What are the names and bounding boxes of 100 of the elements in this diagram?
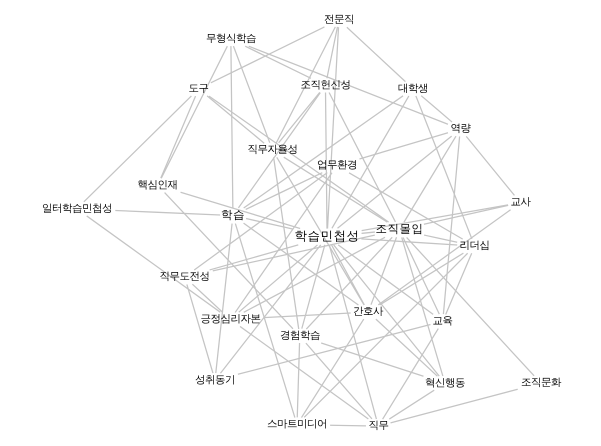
connector [328,244,377,420]
connector [442,136,460,314]
node-text: 업무환경 [316,159,356,172]
connector [276,156,364,306]
node-text: 교사 [510,196,530,208]
connector [282,156,388,223]
connector [191,284,223,313]
node-text: 무형식학습 [205,32,256,45]
connector [406,237,534,376]
node-text: 일터학습민첩성 [41,202,112,214]
connector [382,328,438,420]
connector [330,244,364,306]
connector [400,237,443,376]
connector [423,234,457,243]
connector [160,46,228,179]
connector [208,96,388,223]
connector [245,218,292,230]
connector [414,96,472,240]
node-text: 대학생 [398,82,428,94]
connector [324,92,328,229]
node-text: 스마트미디어 [266,418,327,430]
node-text: 조직문화 [520,376,560,389]
node-text: 학습 [220,207,244,222]
connector [320,342,424,377]
connector [420,95,452,123]
connector [180,192,300,230]
connector [206,95,264,144]
node-text: 학습민첩성 [294,228,360,243]
node-text: 조직헌신성 [300,78,350,91]
connector [232,46,270,143]
node-text: 직무 [368,420,388,432]
connector [296,342,300,418]
connector [300,318,364,418]
node-text: 혁신행동 [424,376,464,389]
connector [244,172,322,210]
connector [278,92,320,144]
connector [377,209,510,306]
connector [330,96,409,229]
connector [275,26,336,144]
connector [326,27,339,229]
node-text: 역량 [450,122,470,135]
node-text: 교육 [432,314,452,327]
connector [346,26,406,82]
connector [214,223,232,374]
connector [237,324,430,375]
connector [208,244,298,271]
connector [305,236,392,330]
connector [210,26,324,84]
connector [86,215,220,313]
node-text: 직무도전성 [159,270,210,283]
connector [242,95,403,209]
connector [272,157,299,330]
connector [212,234,374,272]
connector [237,92,320,208]
connector [423,204,508,225]
node-text: 경험학습 [279,330,320,342]
node-text: 조직몰입 [374,222,423,236]
connector [358,132,448,160]
connector [248,46,448,125]
connector [242,222,358,306]
connector [230,46,233,208]
connector [193,172,328,271]
connector [239,326,368,420]
connector [348,172,463,240]
connector [303,252,468,418]
connector [300,244,325,329]
connector [444,253,472,315]
connector [360,231,374,234]
connector [370,237,397,305]
connector [337,244,434,315]
connector [332,244,440,377]
node-text: 직무자율성 [247,144,298,156]
connector [238,244,318,313]
node-text: 리더십 [459,240,490,252]
connector [330,424,366,427]
connector [262,312,350,318]
connector [326,26,338,78]
node-text: 전문직 [323,13,354,26]
connector [186,284,214,374]
connector [114,210,220,216]
connector [390,388,518,424]
connector [244,46,311,79]
connector [465,136,514,196]
connector [374,318,438,377]
connector [234,223,295,418]
connector [336,136,452,229]
connector [82,96,192,202]
connector [378,252,464,306]
connector [164,192,293,330]
connector [388,390,434,420]
connector [360,238,457,246]
connector [242,236,385,313]
connector [328,92,396,222]
node-text: 핵심인재 [137,178,178,191]
connector [160,96,196,178]
node-text: 긍정심리자본 [200,312,260,325]
connector [304,342,372,420]
node-text: 간호사 [352,306,383,318]
connector [234,172,332,313]
connector [402,237,440,314]
